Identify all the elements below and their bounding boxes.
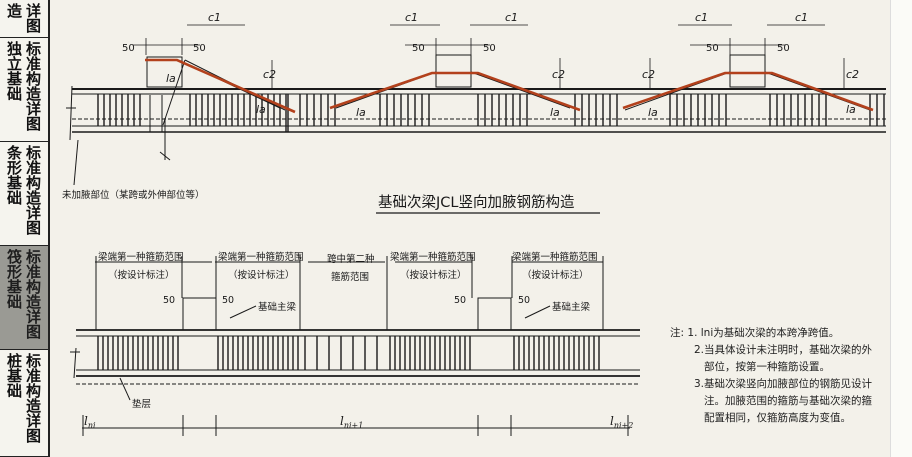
sidebar-tab-text: 造 <box>6 2 22 20</box>
span-label-ni2: lni+2 <box>610 414 633 430</box>
range-end-note: （按设计标注） <box>228 269 295 281</box>
note-line-4: 3.基础次梁竖向加腋部位的钢筋见设计 <box>670 376 910 393</box>
dim-c2-label: c2 <box>263 68 276 81</box>
bottom-beam-outline <box>70 256 640 436</box>
dim-50-label: 50 <box>454 295 466 306</box>
range-end-label: 梁端第一种箍筋范围 <box>512 251 598 263</box>
bottom-stirrups <box>97 336 600 370</box>
dim-la-label: la <box>166 72 176 85</box>
span-labels: lni lni+1 lni+2 <box>84 414 633 430</box>
dim-50-label: 50 <box>518 295 530 306</box>
dim-50-label: 50 <box>222 295 234 306</box>
unhaunched-callout: 未加腋部位（某跨或外伸部位等） <box>62 189 205 201</box>
note-line-5: 注。加腋范围的箍筋与基础次梁的箍 <box>670 393 910 410</box>
note-line-1: 注: 1. lni为基础次梁的本跨净跨值。 <box>670 325 910 342</box>
top-dim-50-labels: 50 50 50 50 50 50 <box>122 43 790 54</box>
top-dimension-labels: c1 c1 c1 c1 c1 c2 c2 c2 c2 la la la la l… <box>166 11 859 119</box>
range-mid-label: 跨中第二种 <box>327 253 375 265</box>
note-item: 2.当具体设计未注明时，基础次梁的外 <box>694 344 873 356</box>
dim-la-label: la <box>256 103 266 116</box>
range-end-label: 梁端第一种箍筋范围 <box>98 251 184 263</box>
note-line-2: 2.当具体设计未注明时，基础次梁的外 <box>670 342 910 359</box>
dim-50-label: 50 <box>777 43 790 54</box>
dim-50-label: 50 <box>193 43 206 54</box>
sidebar-tab-text: 标准构造详图 <box>25 40 41 133</box>
bottom-range-labels: 梁端第一种箍筋范围 （按设计标注） 梁端第一种箍筋范围 （按设计标注） 跨中第二… <box>98 251 598 410</box>
range-mid-label: 箍筋范围 <box>331 271 369 283</box>
sidebar-tab-text: 详图 <box>25 2 41 35</box>
range-end-label: 梁端第一种箍筋范围 <box>390 251 476 263</box>
range-end-note: （按设计标注） <box>400 269 467 281</box>
main-beam-label: 基础主梁 <box>552 301 591 313</box>
note-item: 注。加腋范围的箍筋与基础次梁的箍 <box>704 395 872 407</box>
dim-50-label: 50 <box>163 295 175 306</box>
sidebar-tab-strip-foundation[interactable]: 条形基础 标准构造详图 <box>0 142 48 246</box>
note-line-6: 配置相同，仅箍筋高度为变值。 <box>670 410 910 427</box>
top-drawing-title: 基础次梁JCL竖向加腋钢筋构造 <box>378 194 575 211</box>
column-stub-3 <box>729 54 766 88</box>
dim-c1-label: c1 <box>505 11 518 24</box>
dim-la-label: la <box>356 106 366 119</box>
main-beam-stub-2 <box>477 297 512 331</box>
sidebar-tab-text: 标准构造详图 <box>25 248 41 341</box>
sidebar-tab-text: 桩基础 <box>6 352 22 400</box>
note-item: 3.基础次梁竖向加腋部位的钢筋见设计 <box>694 378 873 390</box>
dim-c1-label: c1 <box>695 11 708 24</box>
note-item: 部位，按第一种箍筋设置。 <box>704 361 830 373</box>
sidebar-tab-text: 条形基础 <box>6 144 22 207</box>
page-edge <box>890 0 912 457</box>
span-label-ni1: lni+1 <box>340 414 363 430</box>
top-stirrups <box>97 94 885 126</box>
dim-c2-label: c2 <box>552 68 565 81</box>
range-end-label: 梁端第一种箍筋范围 <box>218 251 304 263</box>
range-end-note: （按设计标注） <box>522 269 589 281</box>
main-beam-stub-1 <box>182 297 217 331</box>
note-item: 1. lni为基础次梁的本跨净跨值。 <box>687 327 840 339</box>
sidebar-nav: 造 详图 独立基础 标准构造详图 条形基础 标准构造详图 筏形基础 标准构造详图… <box>0 0 50 457</box>
sidebar-tab-detail[interactable]: 造 详图 <box>0 0 48 38</box>
sidebar-tab-text: 独立基础 <box>6 40 22 103</box>
sidebar-tab-text: 筏形基础 <box>6 248 22 311</box>
top-dimension-lines <box>133 24 845 90</box>
notes-block: 注: 1. lni为基础次梁的本跨净跨值。 2.当具体设计未注明时，基础次梁的外… <box>670 325 910 427</box>
sidebar-tab-text: 标准构造详图 <box>25 144 41 237</box>
sidebar-tab-raft-foundation[interactable]: 筏形基础 标准构造详图 <box>0 246 48 350</box>
dim-la-label: la <box>648 106 658 119</box>
dim-50-label: 50 <box>706 43 719 54</box>
detail-drawing-svg: c1 c1 c1 c1 c1 c2 c2 c2 c2 la la la la l… <box>62 11 886 436</box>
top-beam-outline <box>66 54 886 186</box>
note-line-3: 部位，按第一种箍筋设置。 <box>670 359 910 376</box>
dim-la-label: la <box>550 106 560 119</box>
dim-50-label: 50 <box>122 43 135 54</box>
span-label-ni: lni <box>84 414 96 430</box>
main-beam-label: 基础主梁 <box>258 301 297 313</box>
column-stub-1 <box>146 56 183 88</box>
dim-la-label: la <box>846 103 856 116</box>
note-item: 配置相同，仅箍筋高度为变值。 <box>704 412 851 424</box>
column-stub-2 <box>435 54 472 88</box>
cushion-label: 垫层 <box>132 398 151 410</box>
dim-c2-label: c2 <box>846 68 859 81</box>
dim-c2-label: c2 <box>642 68 655 81</box>
range-end-note: （按设计标注） <box>108 269 175 281</box>
dim-c1-label: c1 <box>405 11 418 24</box>
drawing-canvas: c1 c1 c1 c1 c1 c2 c2 c2 c2 la la la la l… <box>50 0 912 457</box>
haunch-bars <box>145 58 874 114</box>
sidebar-tab-isolated-foundation[interactable]: 独立基础 标准构造详图 <box>0 38 48 142</box>
dim-50-label: 50 <box>483 43 496 54</box>
dim-c1-label: c1 <box>795 11 808 24</box>
sidebar-tab-pile-foundation[interactable]: 桩基础 标准构造详图 <box>0 350 48 457</box>
dim-c1-label: c1 <box>208 11 221 24</box>
sidebar-tab-text: 标准构造详图 <box>25 352 41 445</box>
dim-50-label: 50 <box>412 43 425 54</box>
notes-prefix: 注: <box>670 327 685 339</box>
